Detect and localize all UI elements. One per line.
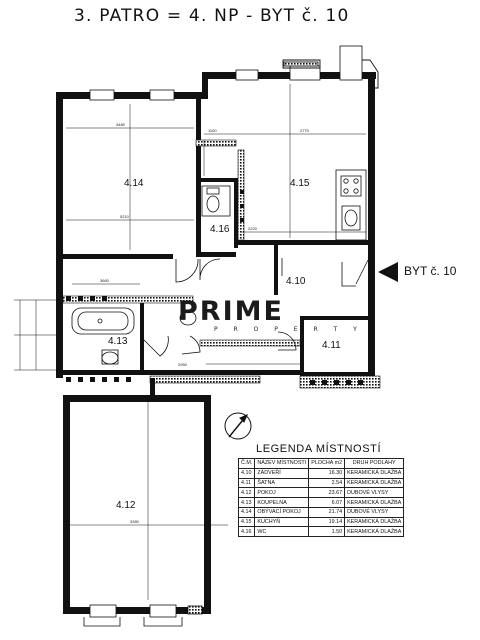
legend-row: 4.16 WC 1.50 KERAMICKÁ DLAŽBA [237,526,405,538]
legend-cell-name: KUCHYŇ [254,516,310,528]
legend-header-row: Č.M. NÁZEV MÍSTNOSTI PLOCHA m2 DRUH PODL… [237,458,405,469]
legend-cell-number: 4.13 [237,497,256,508]
dimension-label: 2950 [178,362,188,367]
dimension-label: 5210 [120,214,130,219]
watermark-tagline: P R O P E R T Y [214,326,364,333]
entrance-door [355,258,373,288]
lower-windows [89,604,177,618]
lower-sills [83,605,203,627]
legend-row: 4.11 ŠATNA 2.54 KERAMICKÁ DLAŽBA [237,477,405,489]
legend-row: 4.10 ZÁDVEŘÍ 16.30 KERAMICKÁ DLAŽBA [237,467,405,479]
legend-header-cell: NÁZEV MÍSTNOSTI [254,458,310,469]
entrance-label: BYT č. 10 [404,264,457,278]
legend-cell-number: 4.15 [237,516,256,528]
legend-cell-number: 4.14 [237,506,256,518]
legend-cell-name: ŠATNA [254,477,310,489]
room-label-4-16: 4.16 [210,224,230,235]
dimension-lines [14,84,366,600]
north-arrow-icon [224,412,252,440]
wc-fixtures [201,185,231,217]
legend-row: 4.13 KOUPELNA 6.07 KERAMICKÁ DLAŽBA [237,497,405,508]
legend-cell-name: ZÁDVEŘÍ [254,467,310,479]
legend-cell-area: 19.14 [308,516,346,528]
legend-cell-floor: DUBOVÉ VLYSY [344,506,405,518]
legend-header-cell: DRUH PODLAHY [344,458,405,469]
legend-cell-floor: KERAMICKÁ DLAŽBA [344,467,405,479]
plan-title: 3. PATRO = 4. NP - BYT č. 10 [74,6,350,26]
dimension-label: 2770 [300,128,310,133]
dimension-label: 3480 [116,122,126,127]
legend-cell-floor: KERAMICKÁ DLAŽBA [344,477,405,489]
legend-row: 4.15 KUCHYŇ 19.14 KERAMICKÁ DLAŽBA [237,516,405,528]
room-label-4-12: 4.12 [116,500,136,511]
kitchen-fittings [335,169,367,241]
room-label-4-10: 4.10 [286,276,306,287]
legend-cell-number: 4.10 [237,467,256,479]
lower-block-walls [63,378,211,614]
legend-cell-area: 1.50 [308,526,346,538]
watermark-brand: PRIME [178,296,284,327]
dimension-label: 3380 [130,519,140,524]
legend-cell-floor: DUBOVÉ VLYSY [344,487,405,499]
legend-cell-floor: KERAMICKÁ DLAŽBA [344,526,405,538]
room-label-4-15: 4.15 [290,178,310,189]
legend-cell-name: KOUPELNA [254,497,310,508]
entrance-arrow-icon [378,262,398,282]
room-label-4-13: 4.13 [108,336,128,347]
legend-cell-floor: KERAMICKÁ DLAŽBA [344,516,405,528]
legend-cell-area: 2.54 [308,477,346,489]
legend-row: 4.12 POKOJ 23.67 DUBOVÉ VLYSY [237,487,405,499]
legend-cell-area: 23.67 [308,487,346,499]
legend-header-cell: Č.M. [237,458,256,469]
chimney-right [282,59,379,89]
top-windows [89,45,363,101]
legend-cell-number: 4.11 [237,477,256,489]
bathroom-fixtures [71,307,197,365]
door-swings [143,258,356,357]
legend-cell-name: POKOJ [254,487,310,499]
legend-title: LEGENDA MÍSTNOSTÍ [256,443,382,455]
dimension-label: 1100 [208,128,217,133]
room-legend-table: Č.M. NÁZEV MÍSTNOSTI PLOCHA m2 DRUH PODL… [237,458,405,538]
dimension-label: 3660 [100,278,110,283]
legend-cell-name: OBÝVACÍ POKOJ [254,506,310,518]
legend-cell-area: 21.74 [308,506,346,518]
legend-header-cell: PLOCHA m2 [308,458,346,469]
pillar-markers [66,190,363,385]
legend-cell-area: 6.07 [308,497,346,508]
legend-cell-area: 16.30 [308,467,346,479]
room-label-4-14: 4.14 [124,178,144,189]
legend-cell-floor: KERAMICKÁ DLAŽBA [344,497,405,508]
room-label-4-11: 4.11 [322,340,341,351]
legend-cell-number: 4.12 [237,487,256,499]
legend-row: 4.14 OBÝVACÍ POKOJ 21.74 DUBOVÉ VLYSY [237,506,405,518]
legend-cell-number: 4.16 [237,526,256,538]
dimension-label: 2220 [248,226,258,231]
legend-cell-name: WC [254,526,310,538]
